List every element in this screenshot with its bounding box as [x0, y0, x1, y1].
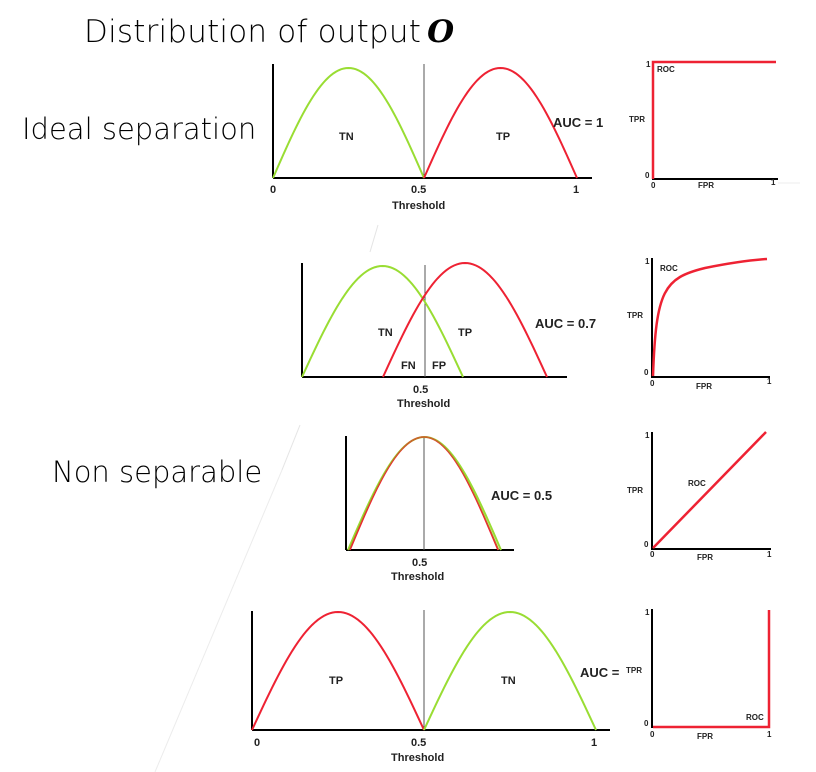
roc-axes [651, 432, 771, 550]
label-non-separable: Non separable [52, 455, 263, 489]
fn-label: FN [401, 360, 416, 372]
tpr-axis-label: TPR [626, 666, 642, 675]
x-tick-0: 0 [270, 184, 276, 196]
roc-curve [651, 60, 776, 179]
tp-curve [423, 66, 578, 179]
roc-x-tick-0: 0 [650, 379, 655, 388]
roc-label: ROC [746, 713, 764, 722]
fpr-axis-label: FPR [697, 553, 713, 562]
distribution-plot-inverted: TP TN 0 0.5 1 Threshold AUC = [251, 610, 620, 764]
roc-y-tick-0: 0 [645, 171, 650, 180]
tpr-axis-label: TPR [629, 115, 645, 124]
tp-curve [251, 610, 425, 731]
roc-y-tick-0: 0 [644, 368, 649, 377]
auc-label: AUC = 0.5 [491, 488, 552, 503]
roc-y-tick-1: 1 [645, 431, 650, 440]
roc-curve [652, 431, 767, 549]
tn-curve [272, 66, 425, 179]
tpr-axis-label: TPR [627, 311, 643, 320]
distribution-plot-partial: TN TP FN FP 0.5 Threshold AUC = 0.7 [301, 261, 596, 410]
roc-x-tick-1: 1 [767, 730, 772, 739]
decorative-line [369, 224, 379, 253]
tp-curve [382, 261, 548, 378]
x-tick-0.5: 0.5 [411, 184, 426, 196]
tp-label: TP [329, 675, 343, 687]
roc-y-tick-1: 1 [646, 60, 651, 69]
roc-plot-inverted: ROC TPR 1 0 0 FPR 1 [626, 608, 772, 741]
roc-axes [651, 609, 770, 728]
roc-x-tick-1: 1 [767, 550, 772, 559]
title-variable: O [427, 14, 455, 50]
x-axis-title: Threshold [391, 571, 444, 583]
decorative-line [281, 424, 301, 471]
roc-y-tick-1: 1 [645, 608, 650, 617]
overlap-curve [348, 436, 500, 551]
roc-x-tick-0: 0 [651, 181, 656, 190]
tp-label: TP [458, 327, 472, 339]
x-tick-1: 1 [573, 184, 579, 196]
roc-label: ROC [660, 264, 678, 273]
tn-label: TN [378, 327, 393, 339]
roc-y-tick-0: 0 [644, 540, 649, 549]
fpr-axis-label: FPR [696, 382, 712, 391]
x-tick-0.5: 0.5 [412, 557, 427, 569]
roc-y-tick-1: 1 [645, 257, 650, 266]
distribution-plot-ideal: TN TP 0 0.5 1 Threshold AUC = 1 [270, 64, 603, 212]
tn-curve [423, 610, 597, 731]
tp-label: TP [496, 131, 510, 143]
roc-x-tick-1: 1 [767, 377, 772, 386]
label-ideal-separation: Ideal separation [22, 112, 257, 146]
x-tick-0: 0 [254, 737, 260, 749]
x-tick-0.5: 0.5 [411, 737, 426, 749]
fpr-axis-label: FPR [697, 732, 713, 741]
roc-curve [651, 257, 768, 377]
roc-label: ROC [688, 479, 706, 488]
auc-label: AUC = [580, 665, 620, 680]
auc-label: AUC = 1 [553, 115, 603, 130]
fp-label: FP [432, 360, 446, 372]
title-text: Distribution of output [84, 14, 422, 50]
roc-axes [651, 258, 770, 378]
roc-plot-nonseparable: ROC TPR 1 0 0 FPR 1 [627, 431, 772, 562]
x-axis-title: Threshold [397, 398, 450, 410]
x-tick-1: 1 [591, 737, 597, 749]
distribution-plot-nonseparable: 0.5 Threshold AUC = 0.5 [345, 435, 552, 583]
roc-axes [652, 62, 778, 180]
roc-x-tick-0: 0 [650, 550, 655, 559]
auc-label: AUC = 0.7 [535, 316, 596, 331]
x-axis-title: Threshold [391, 752, 444, 764]
tn-label: TN [501, 675, 516, 687]
roc-y-tick-0: 0 [644, 719, 649, 728]
x-tick-0.5: 0.5 [413, 384, 428, 396]
roc-x-tick-0: 0 [650, 730, 655, 739]
roc-curve [653, 610, 771, 729]
tn-label: TN [339, 131, 354, 143]
decorative-line [154, 469, 283, 772]
fpr-axis-label: FPR [698, 181, 714, 190]
roc-x-tick-1: 1 [771, 178, 776, 187]
roc-label: ROC [657, 65, 675, 74]
tpr-axis-label: TPR [627, 486, 643, 495]
roc-plot-ideal: ROC TPR 1 0 0 FPR 1 [629, 60, 800, 190]
tn-curve [301, 264, 464, 378]
roc-plot-partial: ROC TPR 1 0 0 FPR 1 [627, 257, 772, 391]
x-axis-title: Threshold [392, 200, 445, 212]
